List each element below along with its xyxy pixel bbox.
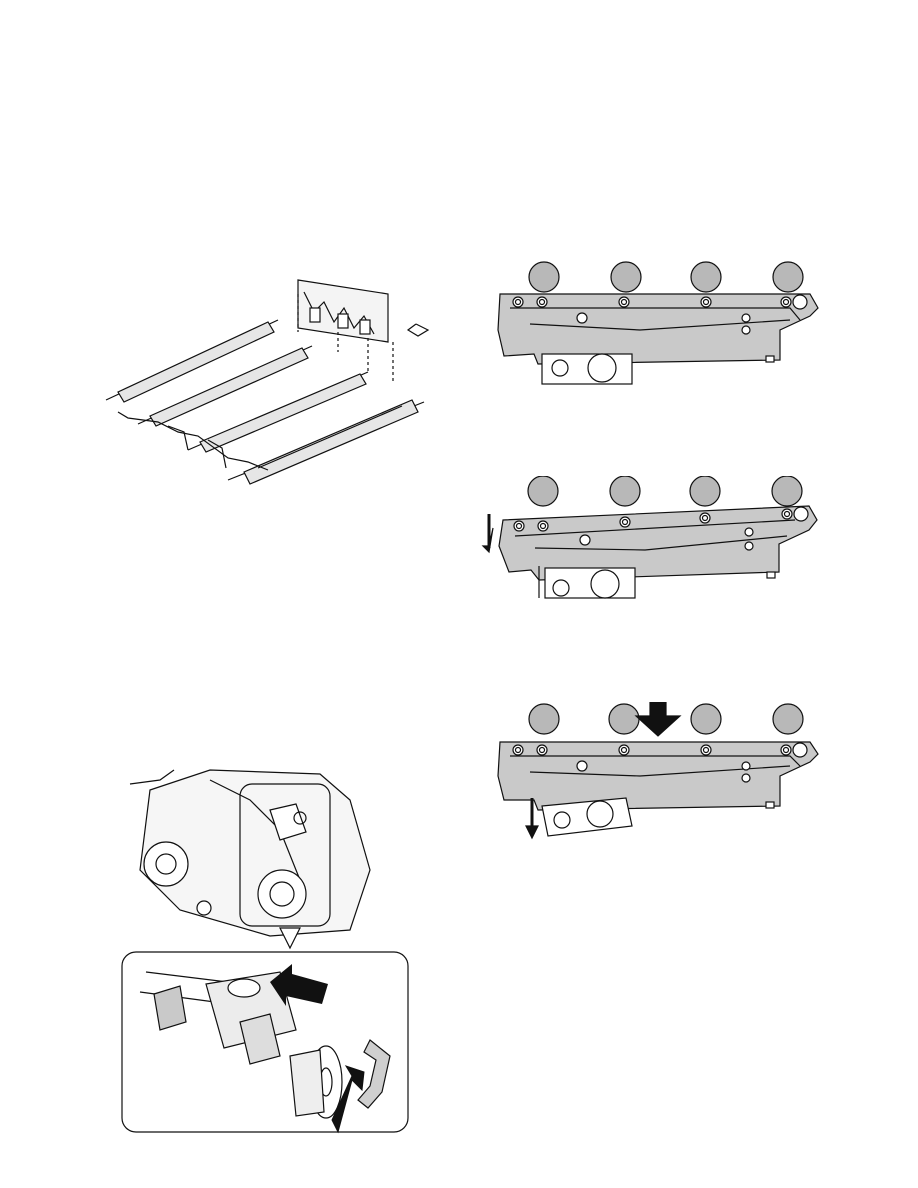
frame-step-1-figure bbox=[490, 260, 830, 400]
frame-step-3-figure bbox=[490, 702, 830, 842]
rollers-exploded-figure bbox=[98, 272, 438, 492]
frame-step-2-figure bbox=[475, 476, 835, 606]
lift-frame-default-icon bbox=[490, 260, 830, 400]
lift-frame-pressed-icon bbox=[490, 702, 830, 842]
drive-gear-unit-icon bbox=[120, 760, 412, 1136]
gear-unit-figure bbox=[120, 760, 412, 1136]
transfer-roller-assembly-icon bbox=[98, 272, 438, 492]
lift-frame-tilted-icon bbox=[475, 476, 835, 606]
